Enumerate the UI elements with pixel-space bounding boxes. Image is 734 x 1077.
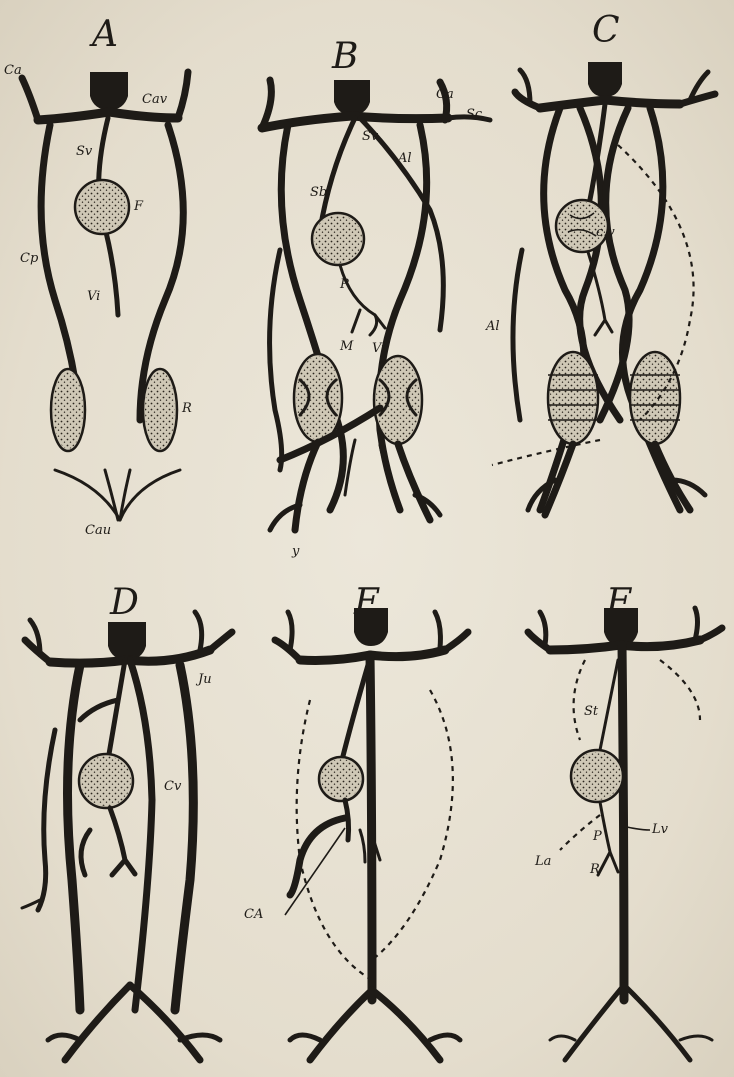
- panel-f-label-p: P: [592, 829, 602, 844]
- panel-e-label-ca: CA: [244, 907, 263, 922]
- panel-b-label-m: M: [339, 339, 354, 354]
- panel-b-heart: [334, 80, 370, 115]
- panel-f-central-vein: [622, 645, 624, 1000]
- panel-b-label-y: y: [291, 544, 300, 559]
- panel-c-label-al: Al: [485, 319, 500, 334]
- panel-f-label-la: La: [534, 854, 551, 869]
- panel-a-label-r: R: [181, 401, 192, 416]
- panel-a-label-vi: Vi: [87, 289, 100, 304]
- panel-f-label-r: R: [589, 862, 600, 877]
- panel-e-heart: [354, 608, 388, 646]
- panel-c-heart: [588, 62, 622, 97]
- panel-b: B Ca Sc Sv Al: [262, 36, 490, 559]
- panel-f-heart: [604, 608, 638, 646]
- panel-b-label-p: P: [339, 277, 349, 292]
- panel-a-label-cau: Cau: [85, 523, 111, 538]
- panel-a-label-ca: Ca: [4, 63, 22, 78]
- panel-b-label-ca: Ca: [436, 87, 454, 102]
- panel-e-central-vein: [370, 655, 372, 1000]
- panel-a: A Ca Cav Sv F Cp Vi R Cau: [4, 14, 192, 538]
- panel-a-label-sv: Sv: [76, 144, 93, 159]
- panel-d-label-cv: Cv: [164, 779, 182, 794]
- panel-b-label-vi: Vi: [372, 341, 385, 356]
- panel-d-cardinal-left: [68, 665, 81, 1010]
- panel-d-letter: D: [109, 582, 139, 623]
- panel-d-label-ju: Ju: [195, 672, 212, 687]
- panel-a-letter: A: [89, 14, 118, 55]
- panel-e: E CA: [244, 582, 468, 1060]
- panel-b-label-al: Al: [397, 151, 412, 166]
- panel-f-label-lv: Lv: [651, 822, 669, 837]
- panel-a-heart: [90, 72, 128, 110]
- panel-d: D Ju Cv: [22, 582, 232, 1060]
- panel-c-label-cv: c.v: [596, 225, 615, 240]
- panel-c-letter: C: [592, 10, 620, 51]
- panel-a-label-cav: Cav: [142, 92, 168, 107]
- panel-b-label-sc: Sc: [466, 107, 483, 122]
- panel-a-label-cp: Cp: [20, 251, 39, 266]
- panel-b-letter: B: [331, 36, 358, 77]
- panel-f: F St P Lv La R: [528, 582, 722, 1060]
- panel-a-label-f: F: [133, 199, 144, 214]
- panel-d-cardinal-right: [175, 665, 193, 1010]
- panel-d-heart: [108, 622, 146, 660]
- panel-c: C c.v Al: [485, 10, 715, 515]
- panel-f-label-st: St: [584, 704, 599, 719]
- panel-b-label-sv: Sv: [362, 129, 379, 144]
- panel-b-label-sb: Sb: [310, 185, 327, 200]
